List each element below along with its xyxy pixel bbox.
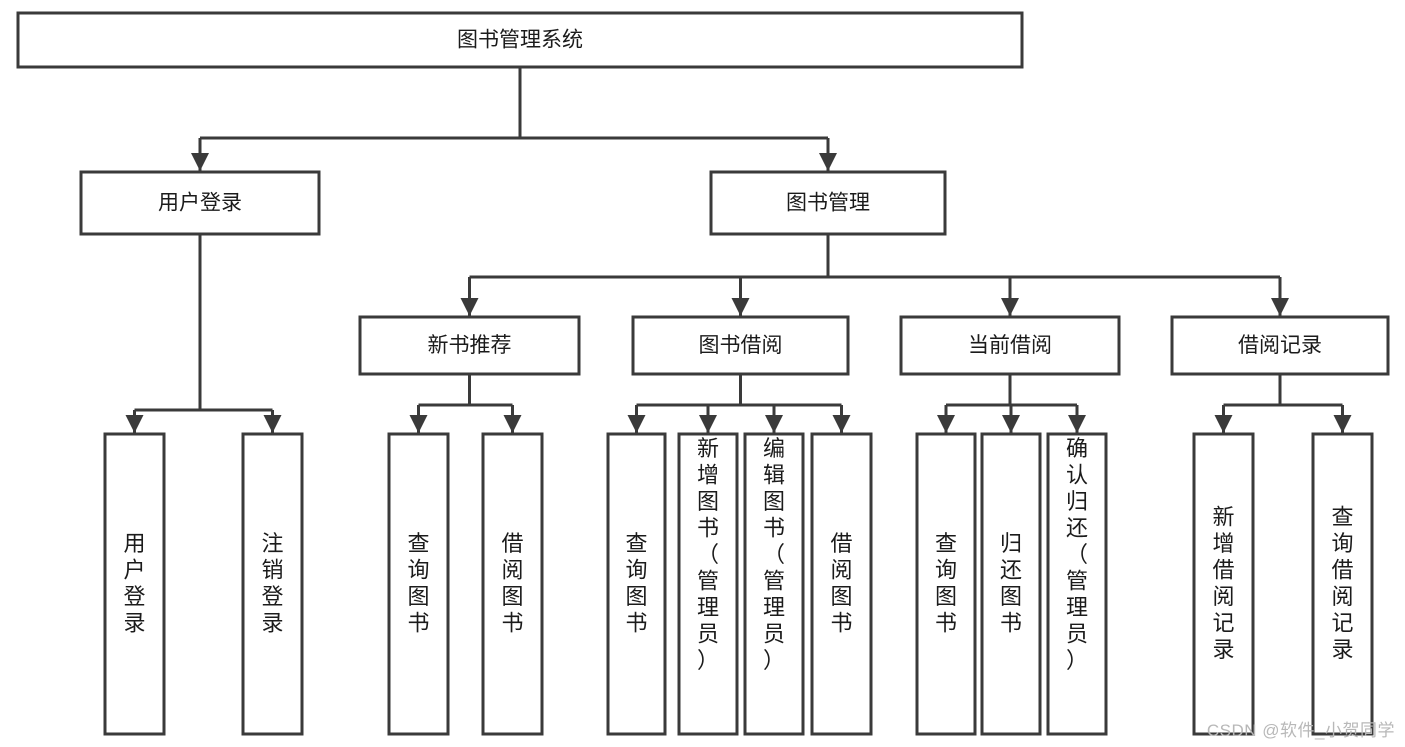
node-user-login-box[interactable] xyxy=(79,170,321,236)
node-leaf-logout-box[interactable] xyxy=(241,432,304,736)
node-leaf-query-book-borrow-label: 查询图书 xyxy=(625,531,647,636)
node-new-book-recommend[interactable]: 新书推荐 xyxy=(358,315,581,376)
node-leaf-query-record[interactable]: 查询借阅记录 xyxy=(1311,432,1374,736)
connector-layer xyxy=(125,67,1352,433)
node-book-borrow-label: 图书借阅 xyxy=(699,334,783,357)
node-current-borrow[interactable]: 当前借阅 xyxy=(899,315,1121,376)
node-leaf-borrow-book-label: 借阅图书 xyxy=(830,531,852,636)
node-book-borrow-box[interactable] xyxy=(631,315,850,376)
arrow-user-login-to-leaf-user-login xyxy=(125,415,144,433)
node-layer: 图书管理系统用户登录图书管理新书推荐图书借阅当前借阅借阅记录用户登录注销登录查询… xyxy=(16,11,1390,736)
node-leaf-logout-label: 注销登录 xyxy=(261,531,283,636)
node-book-manage-label: 图书管理 xyxy=(786,192,870,215)
node-leaf-add-record-label: 新增借阅记录 xyxy=(1212,505,1234,663)
node-leaf-edit-book-box[interactable] xyxy=(743,432,805,736)
node-leaf-user-login-label: 用户登录 xyxy=(123,531,145,636)
arrow-new-book-recommend-to-leaf-query-book-recommend xyxy=(409,415,428,433)
arrow-borrow-record-to-leaf-query-record xyxy=(1333,415,1352,433)
node-leaf-borrow-book-recommend[interactable]: 借阅图书 xyxy=(481,432,544,736)
node-leaf-query-book-current-label: 查询图书 xyxy=(935,531,957,636)
node-leaf-borrow-book-recommend-box[interactable] xyxy=(481,432,544,736)
arrow-book-borrow-to-leaf-edit-book xyxy=(765,415,783,433)
node-borrow-record-box[interactable] xyxy=(1170,315,1390,376)
node-leaf-query-book-recommend[interactable]: 查询图书 xyxy=(387,432,450,736)
arrow-root-to-user-login xyxy=(191,153,209,171)
node-leaf-query-record-box[interactable] xyxy=(1311,432,1374,736)
arrow-bookmanage-to-book-borrow xyxy=(731,298,750,316)
arrow-book-borrow-to-leaf-borrow-book xyxy=(832,415,851,433)
node-leaf-borrow-book-recommend-label: 借阅图书 xyxy=(501,531,523,636)
node-leaf-confirm-return[interactable]: 确认归还（管理员） xyxy=(1046,432,1108,736)
node-leaf-add-book-box[interactable] xyxy=(677,432,739,736)
node-new-book-recommend-label: 新书推荐 xyxy=(428,334,512,357)
arrow-bookmanage-to-borrow-record xyxy=(1271,298,1289,316)
arrow-root-to-book-manage xyxy=(819,153,837,171)
arrow-bookmanage-to-new-book-recommend xyxy=(460,298,479,316)
node-leaf-query-book-recommend-label: 查询图书 xyxy=(407,531,429,636)
node-leaf-query-book-current[interactable]: 查询图书 xyxy=(915,432,977,736)
node-borrow-record[interactable]: 借阅记录 xyxy=(1170,315,1390,376)
node-borrow-record-label: 借阅记录 xyxy=(1238,334,1322,357)
arrow-book-borrow-to-leaf-add-book xyxy=(699,415,717,433)
arrow-new-book-recommend-to-leaf-borrow-book-recommend xyxy=(503,415,522,433)
node-leaf-return-book-label: 归还图书 xyxy=(1000,531,1022,636)
node-leaf-return-book[interactable]: 归还图书 xyxy=(980,432,1042,736)
node-leaf-query-book-current-box[interactable] xyxy=(915,432,977,736)
arrow-user-login-to-leaf-logout xyxy=(263,415,282,433)
arrow-borrow-record-to-leaf-add-record xyxy=(1214,415,1233,433)
node-current-borrow-label: 当前借阅 xyxy=(968,334,1052,357)
node-leaf-add-record-box[interactable] xyxy=(1192,432,1255,736)
node-leaf-confirm-return-box[interactable] xyxy=(1046,432,1108,736)
node-leaf-query-book-recommend-box[interactable] xyxy=(387,432,450,736)
node-book-manage-box[interactable] xyxy=(709,170,947,236)
node-leaf-add-record[interactable]: 新增借阅记录 xyxy=(1192,432,1255,736)
node-user-login[interactable]: 用户登录 xyxy=(79,170,321,236)
node-current-borrow-box[interactable] xyxy=(899,315,1121,376)
node-root-label: 图书管理系统 xyxy=(457,29,583,52)
arrow-current-borrow-to-leaf-query-book-current xyxy=(937,415,955,433)
node-leaf-add-book-label: 新增图书（管理员） xyxy=(697,436,719,673)
node-book-manage[interactable]: 图书管理 xyxy=(709,170,947,236)
node-leaf-query-book-borrow-box[interactable] xyxy=(606,432,667,736)
node-book-borrow[interactable]: 图书借阅 xyxy=(631,315,850,376)
node-leaf-user-login[interactable]: 用户登录 xyxy=(103,432,166,736)
node-leaf-confirm-return-label: 确认归还（管理员） xyxy=(1066,436,1088,673)
node-leaf-return-book-box[interactable] xyxy=(980,432,1042,736)
node-leaf-query-record-label: 查询借阅记录 xyxy=(1331,505,1353,663)
node-user-login-label: 用户登录 xyxy=(158,192,242,215)
node-root-box[interactable] xyxy=(16,11,1024,69)
arrow-current-borrow-to-leaf-confirm-return xyxy=(1068,415,1086,433)
arrow-bookmanage-to-current-borrow xyxy=(1001,298,1019,316)
node-leaf-edit-book-label: 编辑图书（管理员） xyxy=(763,436,785,673)
node-root[interactable]: 图书管理系统 xyxy=(16,11,1024,69)
node-leaf-borrow-book[interactable]: 借阅图书 xyxy=(810,432,873,736)
node-leaf-borrow-book-box[interactable] xyxy=(810,432,873,736)
node-leaf-logout[interactable]: 注销登录 xyxy=(241,432,304,736)
node-leaf-user-login-box[interactable] xyxy=(103,432,166,736)
arrow-current-borrow-to-leaf-return-book xyxy=(1002,415,1020,433)
node-leaf-add-book[interactable]: 新增图书（管理员） xyxy=(677,432,739,736)
node-new-book-recommend-box[interactable] xyxy=(358,315,581,376)
arrow-book-borrow-to-leaf-query-book-borrow xyxy=(627,415,646,433)
node-leaf-query-book-borrow[interactable]: 查询图书 xyxy=(606,432,667,736)
csdn-watermark: CSDN @软件_小贺同学 xyxy=(1206,721,1395,740)
node-leaf-edit-book[interactable]: 编辑图书（管理员） xyxy=(743,432,805,736)
